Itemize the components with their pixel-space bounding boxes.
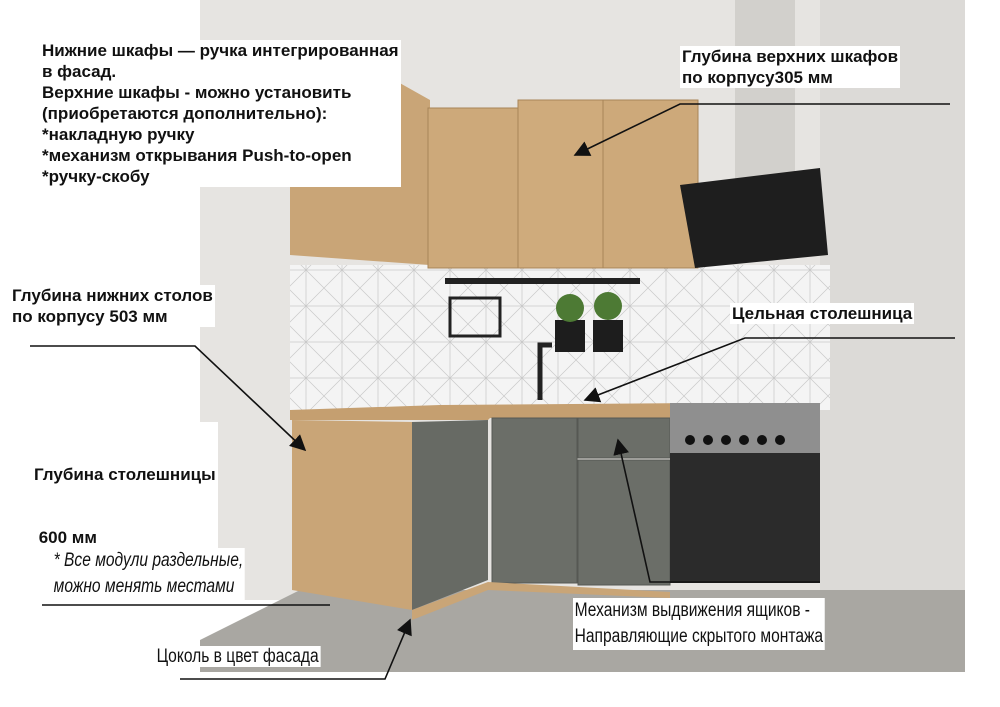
upper-depth-annotation: Глубина верхних шкафов по корпусу305 мм: [680, 46, 901, 88]
annotation-line: Механизм выдвижения ящиков -: [574, 600, 811, 621]
annotation-line: *ручку-скобу: [42, 167, 150, 186]
annotation-line: Глубина верхних шкафов: [682, 47, 899, 66]
annotation-line: Нижние шкафы — ручка интегрированная: [42, 41, 399, 60]
annotation-line: по корпусу305 мм: [682, 68, 833, 87]
annotation-line: можно менять местами: [53, 576, 235, 597]
range-hood: [680, 168, 828, 268]
pillar: [735, 0, 795, 180]
annotation-line: Верхние шкафы - можно установить: [42, 83, 352, 102]
annotation-line: Направляющие скрытого монтажа: [574, 626, 824, 647]
handles-annotation: Нижние шкафы — ручка интегрированная в ф…: [40, 40, 401, 187]
annotation-line: (приобретаются дополнительно):: [42, 104, 328, 123]
annotation-line: 600 мм: [34, 528, 97, 547]
annotation-line: *накладную ручку: [42, 125, 195, 144]
drawer: [577, 417, 671, 459]
annotation-line: * Все модули раздельные,: [53, 550, 244, 571]
annotation-line: Цельная столешница: [732, 304, 913, 323]
annotation-line: в фасад.: [42, 62, 117, 81]
leader-lines: [30, 103, 955, 680]
annotation-line: Цоколь в цвет фасада: [156, 646, 319, 667]
drawer-mechanism-annotation: Механизм выдвижения ящиков - Направляющи…: [573, 598, 825, 650]
lower-depth-annotation: Глубина нижних столов по корпусу 503 мм: [10, 285, 215, 327]
lower-drawer: [577, 459, 671, 586]
countertop-solid-annotation: Цельная столешница: [730, 303, 915, 324]
end-panel: [292, 420, 412, 610]
annotation-line: по корпусу 503 мм: [12, 307, 168, 326]
countertop-depth-annotation: Глубина столешницы 600 мм: [32, 422, 218, 569]
plinth: [412, 582, 670, 620]
modules-note-annotation: * Все модули раздельные, можно менять ме…: [52, 548, 245, 600]
lower-door-left: [412, 420, 488, 610]
annotation-line: Глубина нижних столов: [12, 286, 213, 305]
annotation-line: Глубина столешницы: [34, 465, 216, 484]
plinth-annotation: Цоколь в цвет фасада: [155, 646, 321, 667]
countertop: [290, 403, 700, 420]
annotation-line: *механизм открывания Push-to-open: [42, 146, 352, 165]
stove: [670, 403, 820, 453]
oven-door: [670, 453, 820, 583]
lower-door: [491, 417, 578, 584]
